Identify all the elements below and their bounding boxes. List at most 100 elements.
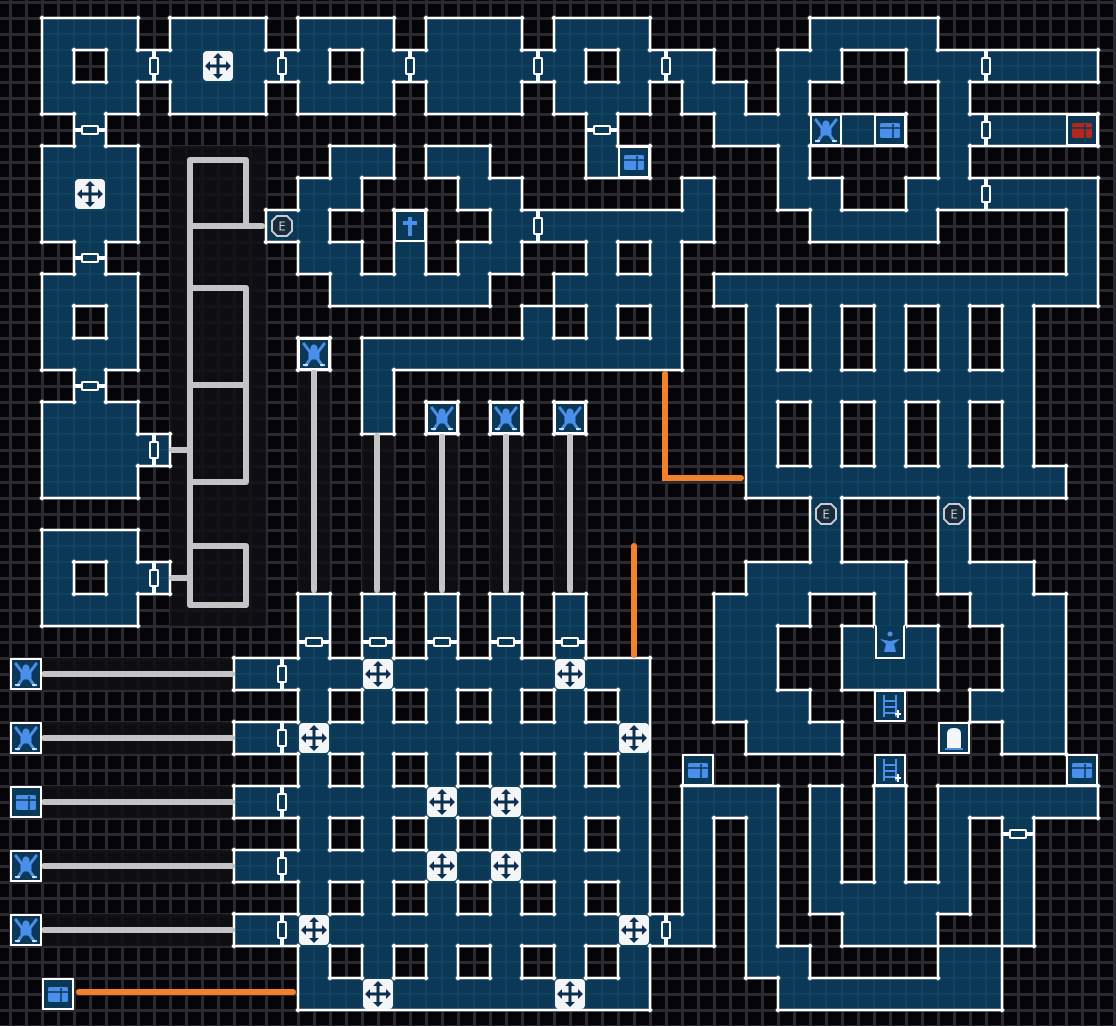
floor-cell — [1033, 273, 1066, 306]
floor-cell — [873, 337, 906, 370]
floor-cell — [169, 49, 202, 82]
floor-cell — [1033, 113, 1066, 146]
door-icon — [277, 722, 287, 754]
floor-cell — [905, 209, 938, 242]
floor-cell — [297, 49, 330, 82]
floor-cell — [777, 945, 810, 978]
floor-cell — [681, 913, 714, 946]
floor-cell — [1001, 625, 1034, 658]
floor-cell — [73, 209, 106, 242]
floor-cell — [937, 273, 970, 306]
floor-cell — [777, 49, 810, 82]
floor-cell — [41, 465, 74, 498]
floor-cell — [393, 657, 426, 690]
floor-cell — [329, 849, 362, 882]
monster-icon — [298, 338, 330, 370]
chest-icon — [682, 754, 714, 786]
floor-cell — [329, 145, 362, 178]
floor-cell — [393, 785, 426, 818]
orange-path — [662, 371, 744, 481]
floor-cell — [489, 337, 522, 370]
floor-cell — [585, 337, 618, 370]
door-icon — [981, 50, 991, 82]
floor-cell — [233, 913, 266, 946]
floor-cell — [841, 113, 874, 146]
floor-cell — [1065, 177, 1098, 210]
floor-cell — [361, 49, 394, 82]
floor-cell — [1001, 113, 1034, 146]
floor-cell — [1065, 273, 1098, 306]
door-icon — [586, 125, 618, 135]
floor-cell — [585, 913, 618, 946]
floor-cell — [73, 81, 106, 114]
floor-cell — [745, 689, 778, 722]
floor-cell — [361, 945, 394, 978]
floor-cell — [1033, 49, 1066, 82]
floor-cell — [553, 81, 586, 114]
floor-cell — [649, 273, 682, 306]
floor-cell — [809, 273, 842, 306]
floor-cell — [425, 273, 458, 306]
floor-cell — [105, 305, 138, 338]
door-icon — [405, 50, 415, 82]
floor-cell — [41, 433, 74, 466]
floor-cell — [457, 657, 490, 690]
floor-cell — [169, 81, 202, 114]
move-tile-icon — [75, 179, 105, 209]
floor-cell — [745, 433, 778, 466]
floor-cell — [969, 561, 1002, 594]
floor-cell — [233, 81, 266, 114]
floor-cell — [617, 657, 650, 690]
floor-cell — [937, 177, 970, 210]
floor-cell — [233, 657, 266, 690]
floor-cell — [457, 241, 490, 274]
floor-cell — [905, 273, 938, 306]
door-icon — [149, 50, 159, 82]
door-icon — [426, 637, 458, 647]
floor-cell — [681, 81, 714, 114]
floor-cell — [745, 945, 778, 978]
floor-cell — [361, 17, 394, 50]
floor-cell — [809, 561, 842, 594]
floor-cell — [105, 593, 138, 626]
floor-cell — [41, 401, 74, 434]
floor-cell — [329, 177, 362, 210]
floor-cell — [713, 593, 746, 626]
floor-cell — [777, 465, 810, 498]
floor-cell — [873, 561, 906, 594]
floor-cell — [809, 977, 842, 1010]
floor-cell — [905, 657, 938, 690]
ladder-icon — [874, 754, 906, 786]
floor-cell — [553, 945, 586, 978]
floor-cell — [809, 369, 842, 402]
floor-cell — [297, 849, 330, 882]
floor-cell — [361, 913, 394, 946]
floor-cell — [873, 849, 906, 882]
floor-cell — [1001, 369, 1034, 402]
floor-cell — [329, 785, 362, 818]
floor-cell — [41, 529, 74, 562]
floor-cell — [841, 561, 874, 594]
floor-cell — [937, 529, 970, 562]
floor-cell — [361, 401, 394, 434]
floor-cell — [105, 401, 138, 434]
floor-cell — [969, 689, 1002, 722]
door-icon — [277, 50, 287, 82]
floor-cell — [585, 657, 618, 690]
floor-cell — [489, 49, 522, 82]
floor-cell — [585, 849, 618, 882]
floor-cell — [937, 81, 970, 114]
floor-cell — [617, 753, 650, 786]
floor-cell — [489, 241, 522, 274]
floor-cell — [361, 145, 394, 178]
floor-cell — [809, 465, 842, 498]
elevator-marker-icon: E — [815, 503, 837, 525]
floor-cell — [73, 433, 106, 466]
floor-cell — [393, 849, 426, 882]
door-icon — [277, 786, 287, 818]
floor-cell — [361, 273, 394, 306]
floor-cell — [233, 17, 266, 50]
floor-cell — [841, 209, 874, 242]
floor-cell — [809, 721, 842, 754]
